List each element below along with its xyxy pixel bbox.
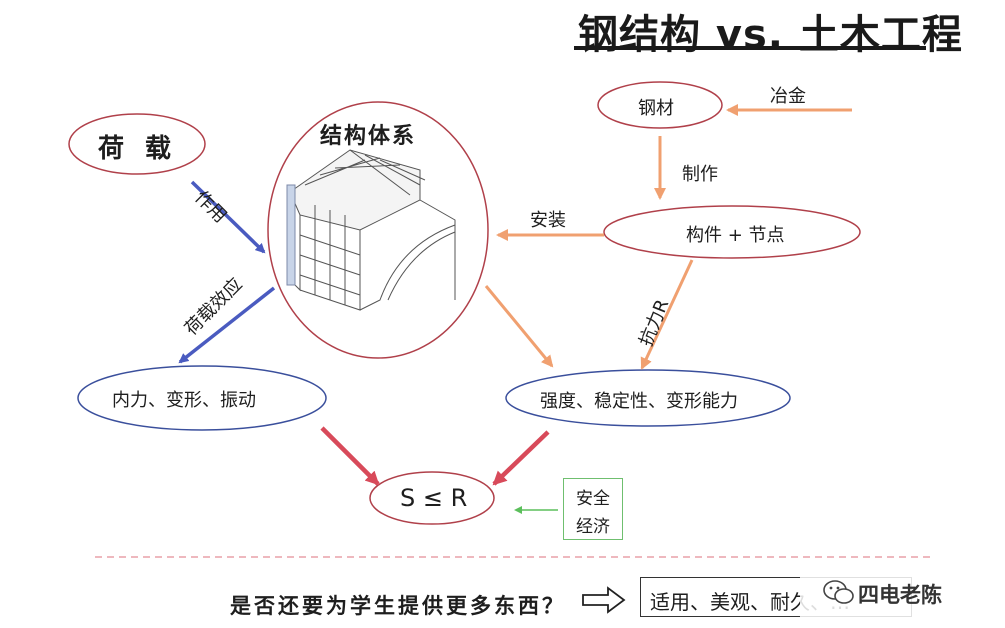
hollow-arrow-icon (582, 586, 626, 614)
metallurgy-label: 冶金 (770, 86, 806, 107)
safety-box (563, 478, 623, 540)
strength-label: 强度、稳定性、变形能力 (540, 391, 738, 412)
arrow-system-strength (484, 285, 554, 368)
economy-label: 经济 (576, 517, 610, 537)
sr-node (369, 471, 495, 525)
steel-node (597, 81, 723, 129)
strength-node (505, 369, 791, 427)
arrow-resist (640, 259, 694, 370)
wechat-icon (823, 580, 854, 604)
make-label: 制作 (682, 164, 718, 185)
arrow-internal-sr (320, 426, 380, 486)
arrow-action (190, 180, 266, 254)
sr-label: S ≤ R (400, 484, 468, 512)
safety-label: 安全 (576, 489, 610, 509)
load-node (68, 113, 206, 175)
page-title: 钢结构 vs. 土木工程 (578, 12, 963, 58)
title-underline (574, 46, 926, 50)
arrow-strength-sr (492, 430, 550, 486)
arrow-load-effect (178, 286, 276, 364)
structure-sketch (286, 149, 456, 311)
load-label: 荷 载 (98, 134, 178, 164)
steel-label: 钢材 (638, 98, 674, 119)
install-label: 安装 (530, 210, 566, 231)
system-node (267, 101, 489, 359)
bottom-question: 是否还要为学生提供更多东西？ (230, 593, 566, 618)
internal-node (77, 365, 327, 431)
member-label: 构件 + 节点 (686, 225, 785, 246)
internal-label: 内力、变形、振动 (112, 390, 256, 411)
member-node (603, 205, 861, 259)
watermark-text: 四电老陈 (858, 583, 942, 607)
system-label: 结构体系 (320, 124, 417, 149)
